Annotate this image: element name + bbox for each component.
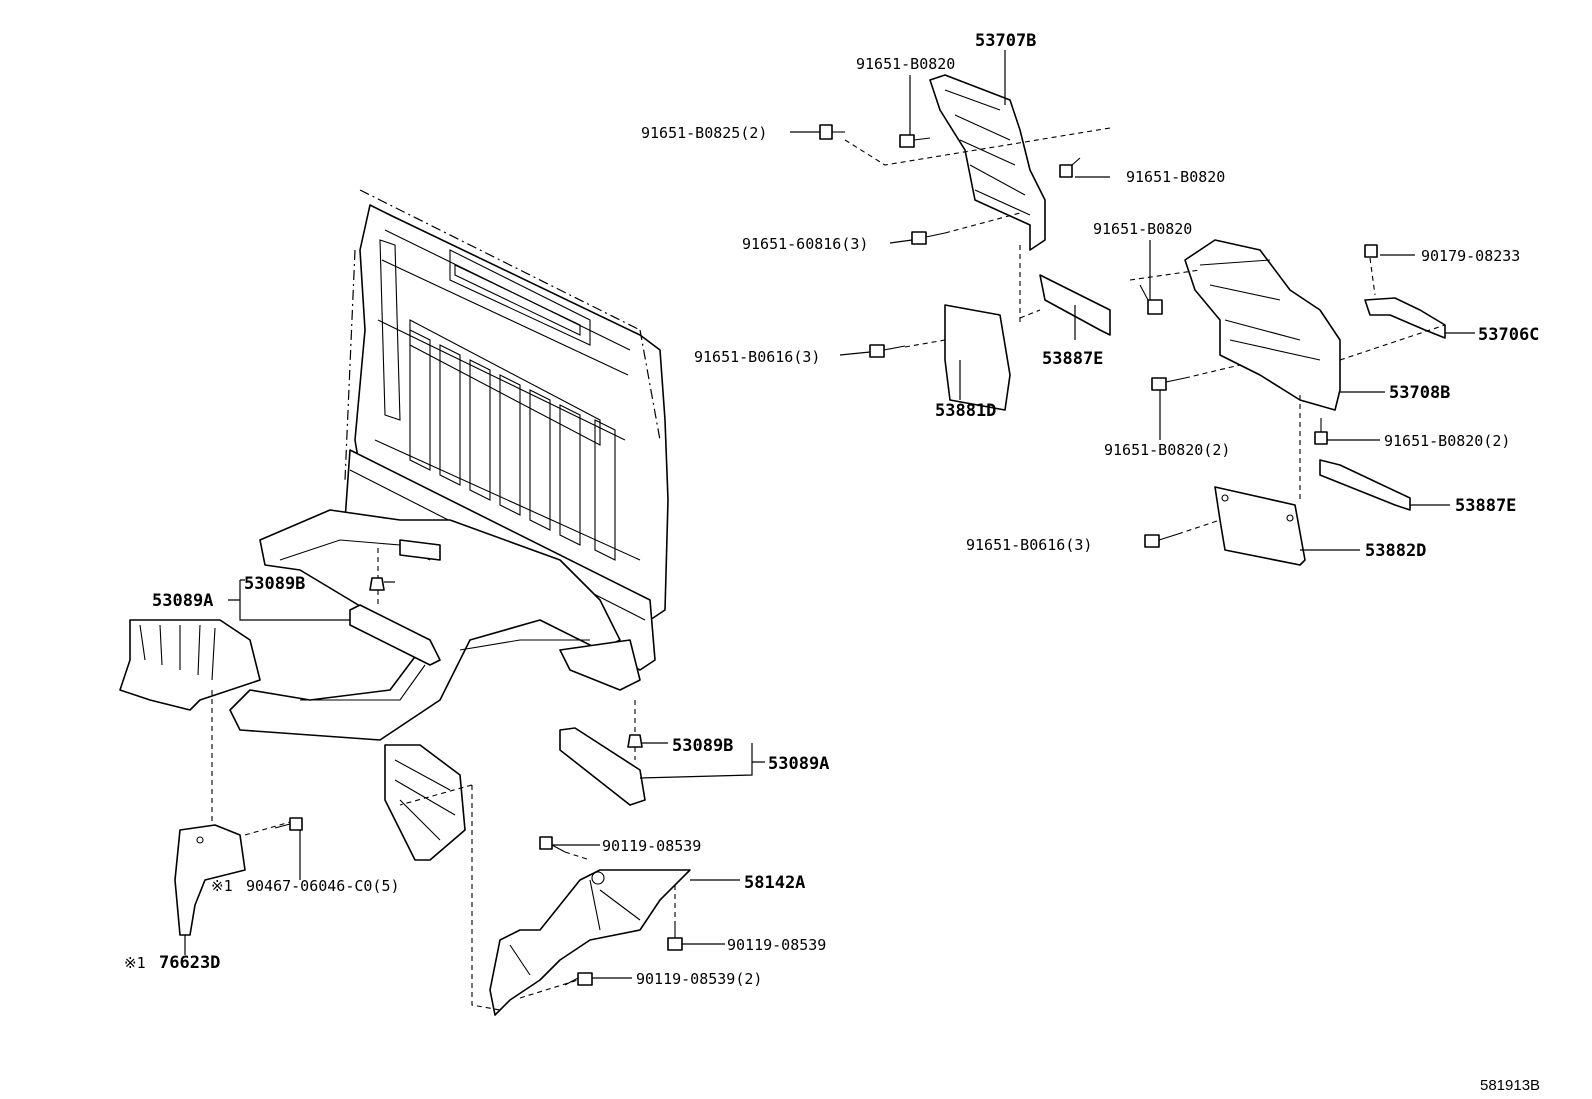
label-53089a-a: 53089A	[152, 591, 213, 611]
bolt-icon	[1314, 418, 1328, 445]
clip-icon	[627, 734, 643, 748]
flap-53881d	[944, 304, 1011, 411]
leader-lines	[184, 50, 1475, 979]
label-90467-06046-c0: 90467-06046-C0(5)	[246, 877, 400, 895]
mudguard-53708b	[1184, 239, 1341, 411]
bracket-53706c	[1364, 297, 1446, 339]
label-91651-b0616-b: 91651-B0616(3)	[966, 536, 1092, 554]
bolt-icon	[564, 972, 593, 986]
cab-back-panel-assembly	[229, 189, 669, 741]
label-58142a: 58142A	[744, 873, 805, 893]
bolt-icon	[539, 836, 566, 853]
label-53089b-a: 53089B	[244, 574, 305, 594]
diagram-reference-number: 581913B	[1480, 1077, 1540, 1094]
label-53882d: 53882D	[1365, 541, 1426, 561]
label-91651-b0616-a: 91651-B0616(3)	[694, 348, 820, 366]
label-53089b-b: 53089B	[672, 736, 733, 756]
bolt-icon	[1151, 377, 1186, 391]
label-53887e-a: 53887E	[1042, 349, 1103, 369]
label-53707b: 53707B	[975, 31, 1036, 51]
label-53881d: 53881D	[935, 401, 996, 421]
label-90119-08539-b: 90119-08539	[727, 936, 826, 954]
label-91651-b0820-2a: 91651-B0820(2)	[1104, 441, 1230, 459]
bolt-icon	[667, 925, 683, 951]
label-53089a-b: 53089A	[768, 754, 829, 774]
label-91651-b0825: 91651-B0825(2)	[641, 124, 767, 142]
left-floor-bracket	[119, 619, 261, 711]
label-53887e-b: 53887E	[1455, 496, 1516, 516]
label-91651-60816: 91651-60816(3)	[742, 235, 868, 253]
label-90119-08539-a: 90119-08539	[602, 837, 701, 855]
label-91651-b0820-2b: 91651-B0820(2)	[1384, 432, 1510, 450]
bolt-icon	[899, 134, 931, 148]
bracket-53089a-upper	[349, 604, 441, 666]
part-labels: 53707B 91651-B0820 91651-B0825(2) 91651-…	[124, 31, 1540, 1094]
bolt-icon	[1059, 157, 1081, 178]
bolt-icon	[1139, 284, 1163, 315]
label-91651-b0820-mid: 91651-B0820	[1093, 220, 1192, 238]
center-floor-bracket	[384, 744, 466, 861]
bolt-icon	[1144, 533, 1179, 548]
bolt-icon	[819, 124, 845, 140]
label-90119-08539-2: 90119-08539(2)	[636, 970, 762, 988]
label-90179-08233: 90179-08233	[1421, 247, 1520, 265]
reference-lines	[211, 127, 1446, 1011]
clip-icon	[369, 577, 385, 591]
mudguard-76623d	[174, 824, 246, 936]
label-76623d: 76623D	[159, 953, 220, 973]
bolt-icon	[274, 817, 303, 831]
strip-53887e-b	[1319, 459, 1411, 511]
label-53708b: 53708B	[1389, 383, 1450, 403]
fasteners	[274, 124, 1378, 986]
bolt-icon	[911, 231, 946, 245]
label-mark-1b: ※1	[124, 954, 146, 972]
label-91651-b0820-right: 91651-B0820	[1126, 168, 1225, 186]
mudguard-53707b	[929, 74, 1046, 251]
flap-53882d	[1214, 486, 1306, 566]
bracket-58142a	[489, 869, 691, 1016]
bracket-53089a-lower	[559, 727, 646, 806]
bolt-icon	[1364, 244, 1378, 258]
label-91651-b0820-top: 91651-B0820	[856, 55, 955, 73]
bolt-icon	[869, 344, 906, 358]
label-mark-1a: ※1	[211, 877, 233, 895]
label-53706c: 53706C	[1478, 325, 1539, 345]
